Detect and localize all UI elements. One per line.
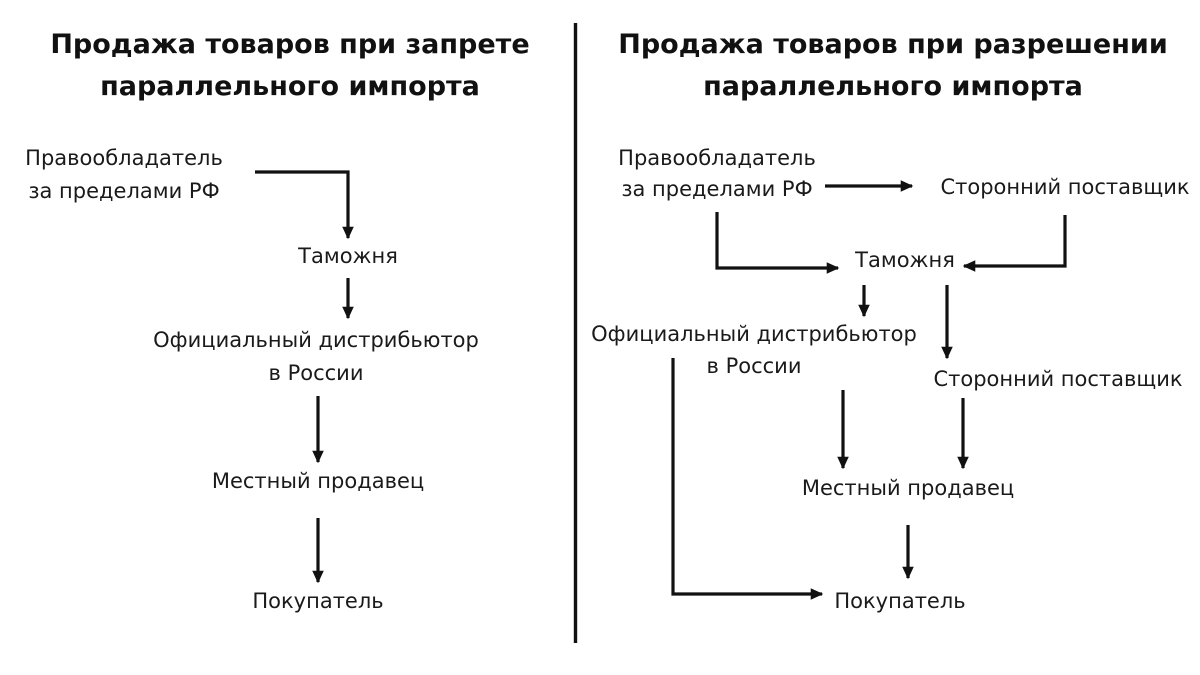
left-node-rights-holder-line2: за пределами РФ <box>28 179 219 203</box>
right-panel-title-line1: Продажа товаров при разрешении <box>618 29 1168 60</box>
right-node-local-seller: Местный продавец <box>802 476 1014 500</box>
right-node-third-party-supplier-top: Сторонний поставщик <box>940 175 1189 199</box>
left-node-rights-holder-line1: Правообладатель <box>25 146 223 170</box>
left-edge-rights-holder-to-customs <box>255 170 354 240</box>
right-node-rights-holder-line2: за пределами РФ <box>621 177 812 201</box>
left-panel-title-line1: Продажа товаров при запрете <box>50 29 529 60</box>
right-panel-title-line2: параллельного импорта <box>703 71 1083 102</box>
left-node-buyer: Покупатель <box>252 589 383 613</box>
right-node-distributor-line1: Официальный дистрибьютор <box>591 322 917 346</box>
right-node-customs: Таможня <box>854 248 955 272</box>
right-node-rights-holder-line1: Правообладатель <box>618 146 816 170</box>
right-node-distributor-line2: в России <box>707 354 802 378</box>
right-edge-rights-holder-to-customs <box>715 212 840 274</box>
right-edge-distributor-to-buyer <box>671 358 824 600</box>
right-node-third-party-supplier-mid: Сторонний поставщик <box>933 367 1182 391</box>
left-node-customs: Таможня <box>297 244 398 268</box>
left-node-distributor-line2: в России <box>269 361 364 385</box>
right-node-buyer: Покупатель <box>834 589 965 613</box>
left-node-local-seller: Местный продавец <box>212 469 424 493</box>
left-node-distributor-line1: Официальный дистрибьютор <box>153 328 479 352</box>
right-edge-supplier-to-customs <box>962 215 1067 272</box>
left-panel-title-line2: параллельного импорта <box>100 71 480 102</box>
